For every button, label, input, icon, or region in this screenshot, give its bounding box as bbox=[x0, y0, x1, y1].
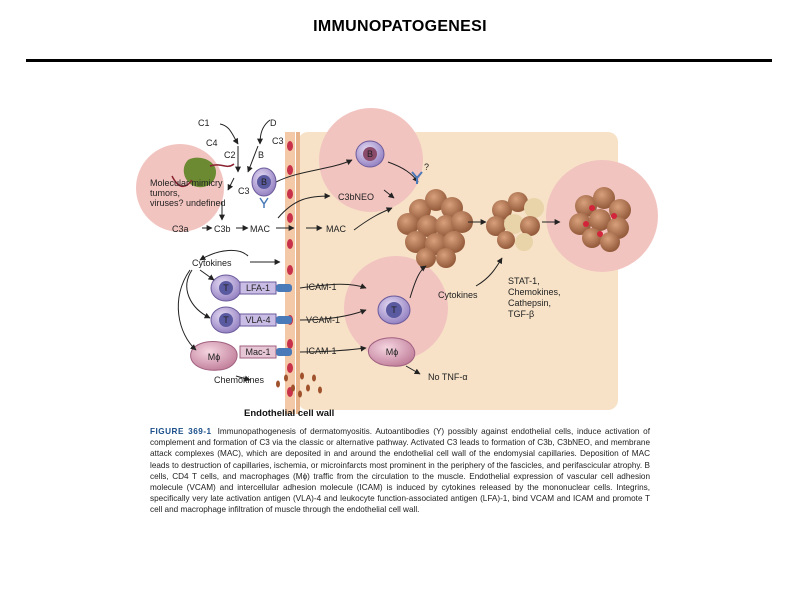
b-cell-small: B bbox=[252, 168, 276, 208]
b-cell-top: B bbox=[356, 141, 384, 167]
b-factor-label: B bbox=[258, 150, 264, 160]
no-tnf-label: No TNF-α bbox=[428, 372, 468, 382]
stat-item-4: TGF-β bbox=[508, 309, 534, 319]
t-cell-1: T LFA-1 bbox=[211, 275, 292, 301]
c3-top-label: C3 bbox=[272, 136, 284, 146]
figure-label: FIGURE 369-1 bbox=[150, 427, 212, 436]
c2-label: C2 bbox=[224, 150, 236, 160]
macrophage-right: Mϕ bbox=[368, 338, 414, 366]
t-cell-2-label: T bbox=[223, 315, 229, 325]
c3bneo-label: C3bNEO bbox=[338, 192, 374, 202]
c3a-label: C3a bbox=[172, 224, 189, 234]
t-cell-right: T bbox=[378, 296, 410, 324]
c4-label: C4 bbox=[206, 138, 218, 148]
b-cell-small-label: B bbox=[261, 177, 267, 187]
question-mark: ? bbox=[424, 162, 429, 172]
d-label: D bbox=[270, 118, 277, 128]
caption-text: Immunopathogenesis of dermatomyositis. A… bbox=[150, 427, 650, 514]
cytokines-right-label: Cytokines bbox=[438, 290, 478, 300]
icam1-bottom-label: ICAM-1 bbox=[306, 346, 337, 356]
icam1-top-label: ICAM-1 bbox=[306, 282, 337, 292]
c1-label: C1 bbox=[198, 118, 210, 128]
stat-item-1: STAT-1, bbox=[508, 276, 540, 286]
b-cell-top-label: B bbox=[367, 149, 373, 159]
cytokines-left-label: Cytokines bbox=[192, 258, 232, 268]
immunopathogenesis-diagram: B B T LFA-1 bbox=[130, 98, 670, 420]
mac-right-label: MAC bbox=[326, 224, 347, 234]
chemokines-label: Chemokines bbox=[214, 375, 265, 385]
title-divider bbox=[26, 59, 772, 62]
mac-left-label: MAC bbox=[250, 224, 271, 234]
mimicry-label-text: Molecular mimicry bbox=[150, 178, 223, 188]
lfa1-label: LFA-1 bbox=[246, 283, 270, 293]
mac1-label: Mac-1 bbox=[245, 347, 270, 357]
t-cell-right-label: T bbox=[391, 305, 397, 315]
t-cell-2: T VLA-4 bbox=[211, 307, 292, 333]
macrophage-left: Mϕ Mac-1 bbox=[191, 342, 292, 371]
page-title: IMMUNOPATOGENESI bbox=[0, 18, 800, 36]
mimicry-label-line: viruses? undefined bbox=[150, 198, 226, 208]
macrophage-right-label: Mϕ bbox=[386, 347, 399, 357]
stat-item-3: Cathepsin, bbox=[508, 298, 551, 308]
c3-mid-label: C3 bbox=[238, 186, 250, 196]
endothelial-wall-label: Endothelial cell wall bbox=[244, 408, 334, 419]
stat-item-2: Chemokines, bbox=[508, 287, 561, 297]
t-cell-1-label: T bbox=[223, 283, 229, 293]
c3b-label: C3b bbox=[214, 224, 231, 234]
vcam1-label: VCAM-1 bbox=[306, 315, 340, 325]
mimicry-label-line: tumors, bbox=[150, 188, 180, 198]
macrophage-left-label: Mϕ bbox=[208, 352, 221, 362]
vla4-label: VLA-4 bbox=[245, 315, 270, 325]
